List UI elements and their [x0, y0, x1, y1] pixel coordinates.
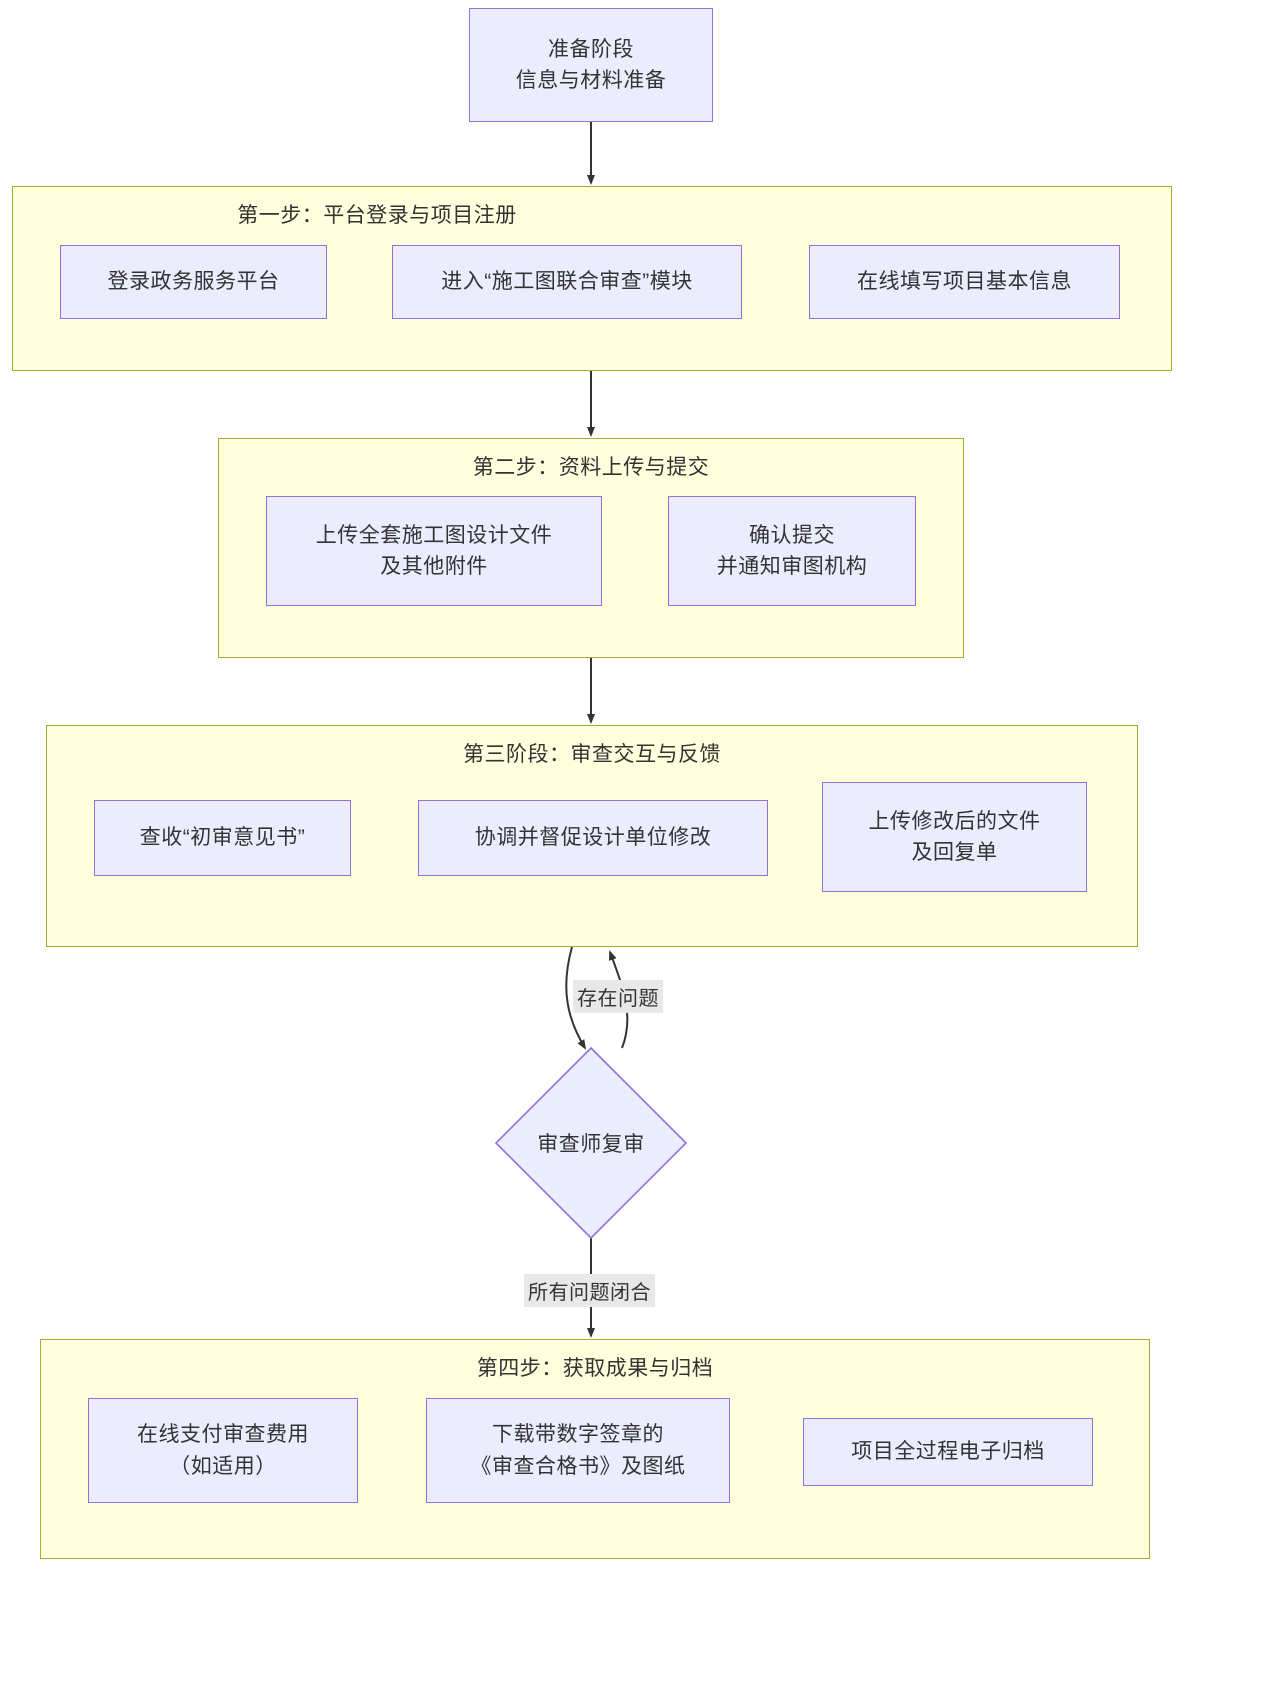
node-s1c[interactable]: 在线填写项目基本信息 — [809, 245, 1120, 319]
node-s1c-label: 在线填写项目基本信息 — [857, 270, 1072, 294]
node-decision[interactable]: 审查师复审 — [494, 1046, 688, 1240]
node-s3a[interactable]: 查收“初审意见书” — [94, 800, 351, 876]
node-s4a[interactable]: 在线支付审查费用 （如适用） — [88, 1398, 358, 1503]
node-s4b[interactable]: 下载带数字签章的 《审查合格书》及图纸 — [426, 1398, 730, 1503]
edge-label-to-step4: 所有问题闭合 — [524, 1274, 655, 1307]
cluster-step3-label: 第三阶段：审查交互与反馈 — [463, 743, 721, 766]
node-s1a[interactable]: 登录政务服务平台 — [60, 245, 327, 319]
node-s1b[interactable]: 进入“施工图联合审查”模块 — [392, 245, 742, 319]
node-s3a-label: 查收“初审意见书” — [139, 826, 306, 850]
node-s2b[interactable]: 确认提交 并通知审图机构 — [668, 496, 916, 606]
diamond-shape-icon — [494, 1046, 688, 1240]
node-s4b-label: 下载带数字签章的 《审查合格书》及图纸 — [470, 1423, 686, 1478]
cluster-step1-label: 第一步：平台登录与项目注册 — [237, 204, 517, 227]
node-s1b-label: 进入“施工图联合审查”模块 — [441, 270, 693, 294]
node-start[interactable]: 准备阶段 信息与材料准备 — [469, 8, 713, 122]
node-s3c-label: 上传修改后的文件 及回复单 — [868, 809, 1041, 865]
cluster-step2-label: 第二步：资料上传与提交 — [472, 456, 710, 479]
node-s4c[interactable]: 项目全过程电子归档 — [803, 1418, 1093, 1486]
node-s2a-label: 上传全套施工图设计文件 及其他附件 — [315, 523, 553, 579]
node-s4c-label: 项目全过程电子归档 — [851, 1440, 1045, 1464]
edge-label-loop-back: 存在问题 — [573, 980, 663, 1013]
node-s3b[interactable]: 协调并督促设计单位修改 — [418, 800, 768, 876]
node-decision-label: 审查师复审 — [537, 1133, 645, 1156]
node-s4a-label: 在线支付审查费用 （如适用） — [137, 1423, 309, 1478]
node-s3b-label: 协调并督促设计单位修改 — [474, 826, 712, 850]
node-s3c[interactable]: 上传修改后的文件 及回复单 — [822, 782, 1087, 892]
cluster-step4-label: 第四步：获取成果与归档 — [476, 1357, 714, 1380]
node-s1a-label: 登录政务服务平台 — [107, 270, 280, 294]
node-start-label: 准备阶段 信息与材料准备 — [515, 37, 667, 93]
node-s2b-label: 确认提交 并通知审图机构 — [716, 523, 868, 579]
node-s2a[interactable]: 上传全套施工图设计文件 及其他附件 — [266, 496, 602, 606]
